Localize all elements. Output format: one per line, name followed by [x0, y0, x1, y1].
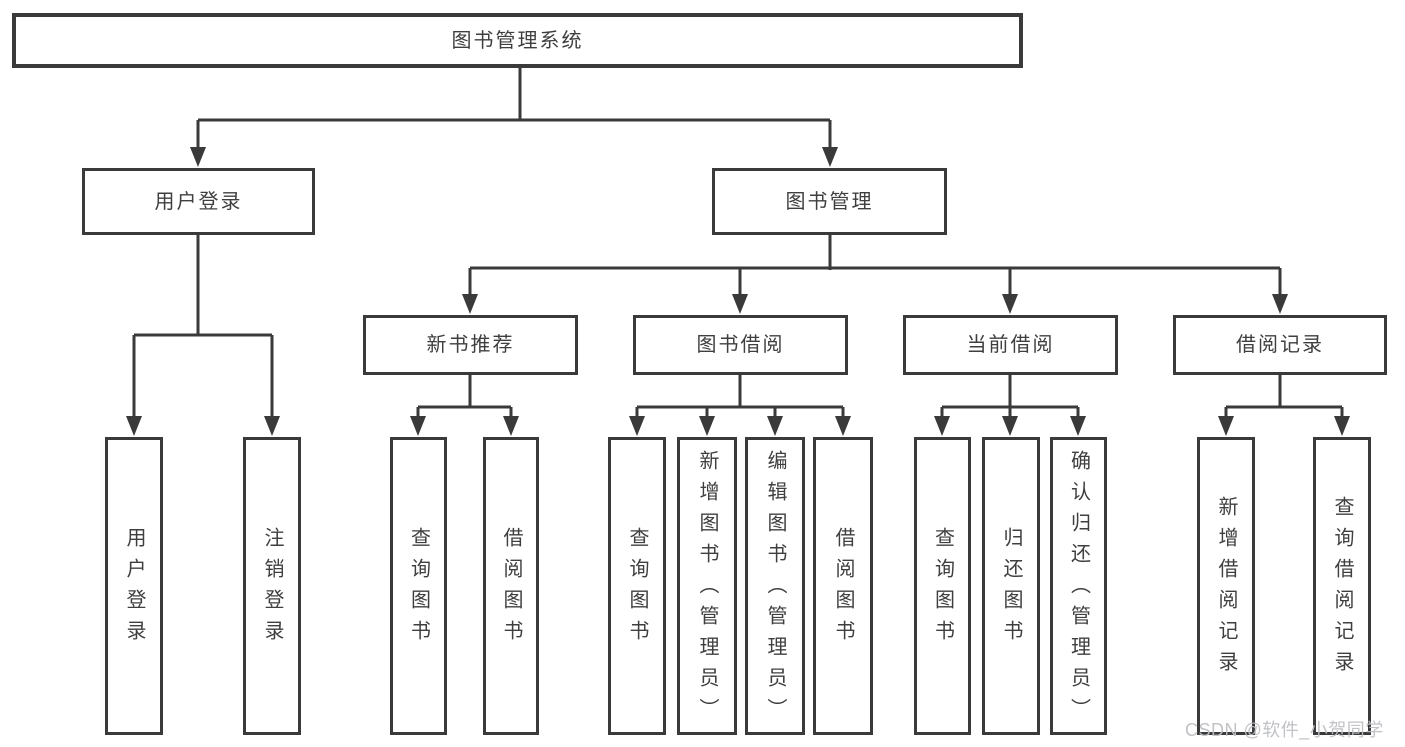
- arrowhead-icon: [503, 416, 519, 436]
- arrowhead-icon: [410, 416, 426, 436]
- node-book-borrowing: 图书借阅: [633, 315, 848, 375]
- leaf-add-borrow-record: 新增借阅记录: [1197, 437, 1255, 735]
- leaf-user-login: 用户登录: [105, 437, 163, 735]
- arrowhead-icon: [767, 416, 783, 436]
- leaf-logout: 注销登录: [243, 437, 301, 735]
- connector-path: [132, 68, 1344, 420]
- arrowhead-icon: [699, 416, 715, 436]
- arrowhead-icon: [934, 416, 950, 436]
- leaf-query-books-borrow: 查询图书: [608, 437, 666, 735]
- leaf-edit-books-admin: 编辑图书（管理员）: [745, 437, 805, 735]
- node-user-login: 用户登录: [82, 168, 315, 235]
- leaf-borrow-books: 借阅图书: [813, 437, 873, 735]
- arrowhead-icon: [1272, 294, 1288, 314]
- leaf-query-borrow-record: 查询借阅记录: [1313, 437, 1371, 735]
- arrowhead-icon: [264, 416, 280, 436]
- leaf-query-books-current: 查询图书: [914, 437, 971, 735]
- node-new-book-recommend: 新书推荐: [363, 315, 578, 375]
- arrowheads: [126, 147, 1350, 436]
- csdn-watermark: CSDN @软件_小贺同学: [1185, 720, 1384, 740]
- arrowhead-icon: [1334, 416, 1350, 436]
- leaf-return-books: 归还图书: [982, 437, 1040, 735]
- arrowhead-icon: [1002, 294, 1018, 314]
- arrowhead-icon: [190, 147, 206, 167]
- arrowhead-icon: [822, 147, 838, 167]
- arrowhead-icon: [1070, 416, 1086, 436]
- node-library-management-system: 图书管理系统: [12, 13, 1023, 68]
- arrowhead-icon: [1002, 416, 1018, 436]
- leaf-borrow-books-recommend: 借阅图书: [483, 437, 539, 735]
- arrowhead-icon: [462, 294, 478, 314]
- arrowhead-icon: [732, 294, 748, 314]
- leaf-confirm-return-admin: 确认归还（管理员）: [1050, 437, 1107, 735]
- node-book-management: 图书管理: [712, 168, 947, 235]
- arrowhead-icon: [126, 416, 142, 436]
- arrowhead-icon: [835, 416, 851, 436]
- arrowhead-icon: [1218, 416, 1234, 436]
- leaf-query-books-recommend: 查询图书: [390, 437, 447, 735]
- node-borrowing-records: 借阅记录: [1173, 315, 1387, 375]
- arrowhead-icon: [629, 416, 645, 436]
- leaf-add-books-admin: 新增图书（管理员）: [677, 437, 737, 735]
- node-current-borrowing: 当前借阅: [903, 315, 1118, 375]
